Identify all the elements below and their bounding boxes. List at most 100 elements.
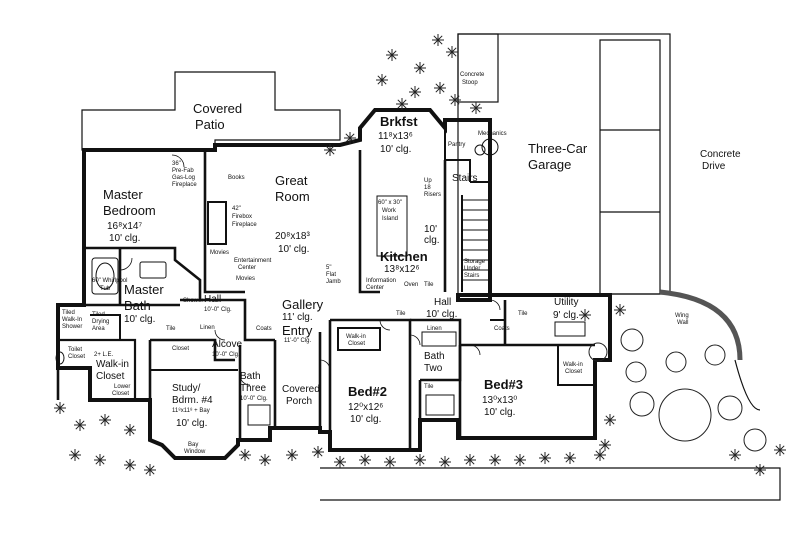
shrub-icon [774, 444, 786, 456]
shrub-icon [414, 454, 426, 466]
garage-label: Garage [528, 157, 572, 172]
garage-label: Three-Car [528, 141, 588, 156]
linen-left-label: Linen [200, 325, 215, 331]
risers-label: Risers [424, 192, 442, 198]
work-island-label: Work [382, 208, 396, 214]
hall-left-label: Hall [204, 294, 222, 305]
entry-clg: 11'-0" Clg. [284, 338, 312, 344]
shrub-icon [344, 132, 356, 144]
shrub-icon [69, 449, 81, 461]
walkin-closet-label: Walk-in [96, 359, 129, 370]
tile-gallery-label: Tile [396, 311, 406, 317]
master-bedroom-clg: 10' clg. [109, 233, 141, 244]
bath-two-label: Bath [424, 351, 445, 362]
lower-closet-label: Closet [112, 391, 130, 397]
coats-left-label: Coats [256, 326, 272, 332]
tub-basin [95, 262, 115, 290]
kitchen-dim: 13⁸x12⁶ [384, 264, 420, 275]
firebox-label: Fireplace [232, 222, 257, 228]
whirlpool-label: 60" Whirlpool [92, 278, 128, 284]
vanity [139, 261, 167, 279]
firebox-label: Firebox [232, 214, 253, 220]
flat-jamb-label: 5" [326, 265, 332, 271]
shrub-icon [94, 454, 106, 466]
great-room-dim: 20⁸x18³ [275, 231, 310, 242]
lower-closet-label: Lower [114, 384, 131, 390]
shrub-icon [464, 454, 476, 466]
shrub-icon [312, 446, 324, 458]
study-dim: 11⁸x11⁸ + Bay [172, 408, 210, 414]
bath-three-tub [247, 404, 271, 426]
bath-two-vanity [421, 331, 457, 347]
great-room-label: Room [275, 189, 310, 204]
shrub-icon [489, 454, 501, 466]
storage-label: Stairs [464, 273, 480, 279]
shrub-icon [376, 74, 388, 86]
ent-center-label: Center [238, 265, 257, 271]
shrub-icon [99, 414, 111, 426]
covered-porch-label: Porch [286, 396, 313, 407]
hall-right-label: Hall [434, 297, 452, 308]
tiled-walkin-label: Shower [62, 324, 83, 330]
stairs-label: Stairs [452, 173, 478, 184]
brkfst-dim: 11⁸x13⁶ [378, 131, 413, 142]
covered-porch-label: Covered [282, 384, 320, 395]
toilet-closet-label: Closet [68, 354, 86, 360]
linen-right-label: Linen [427, 326, 442, 332]
firebox-label: 42" [232, 206, 241, 212]
master-bath-label: Master [124, 282, 164, 297]
work-island-label: 60" x 30" [378, 200, 402, 206]
bed2-closet-label: Walk-in [346, 334, 366, 340]
utility-label: Utility [554, 297, 579, 308]
shrub-icon [396, 98, 408, 110]
outlines [81, 33, 781, 501]
flat-jamb-label: Jamb [326, 279, 341, 285]
shrub-icon [539, 452, 551, 464]
tile-bath-two-label: Tile [424, 384, 434, 390]
water-heater [481, 138, 499, 156]
risers-label: 18 [424, 185, 431, 191]
bath-three-label: Bath [240, 371, 261, 382]
bath-two-label: Two [424, 363, 443, 374]
front-curve [734, 359, 761, 411]
work-island [376, 195, 408, 257]
shrub-icon [54, 402, 66, 414]
shrub-icon [470, 102, 482, 114]
tile-utility-label: Tile [518, 311, 528, 317]
concrete-stoop-label: Stoop [462, 80, 478, 86]
bay-window-label: Window [184, 449, 206, 455]
shrub-icon [124, 459, 136, 471]
shrub-icon [439, 456, 451, 468]
shrub-icon [74, 419, 86, 431]
brkfst-clg: 10' clg. [380, 144, 412, 155]
bath-three-label: Three [240, 383, 267, 394]
tiled-drying-label: Area [92, 326, 105, 332]
ent-center-label: Entertainment [234, 258, 272, 264]
shrub-icon [144, 464, 156, 476]
movies-label: Movies [236, 276, 256, 282]
info-center-label: Information [366, 278, 397, 284]
hall-left-clg: 10'-0" Clg. [204, 307, 232, 313]
storage-label: Under [464, 266, 481, 272]
oven-label: Oven [404, 282, 419, 288]
bed3-label: Bed#3 [484, 377, 524, 392]
shrub-icon [359, 454, 371, 466]
shrub-icon [324, 144, 336, 156]
shrub-icon [514, 454, 526, 466]
alcove-clg: 10'-0" Clg. [212, 352, 240, 358]
concrete-drive-label: Concrete [700, 149, 741, 160]
garage-doors-zone [599, 39, 661, 295]
mechanics-label: Mechanics [478, 131, 507, 137]
front-walk [320, 467, 781, 501]
trees [588, 328, 767, 452]
toilet-closet-label: Toilet [68, 347, 83, 353]
study-label: Study/ [172, 383, 201, 394]
info-center-label: Center [366, 285, 385, 291]
bed2-dim: 12⁰x12⁶ [348, 402, 384, 413]
great-room-clg: 10' clg. [278, 244, 310, 255]
shrub-icon [729, 449, 741, 461]
bath-three-clg: 10'-0" Clg. [240, 396, 268, 402]
concrete-stoop-outline [457, 33, 499, 103]
shrub-icon [449, 94, 461, 106]
